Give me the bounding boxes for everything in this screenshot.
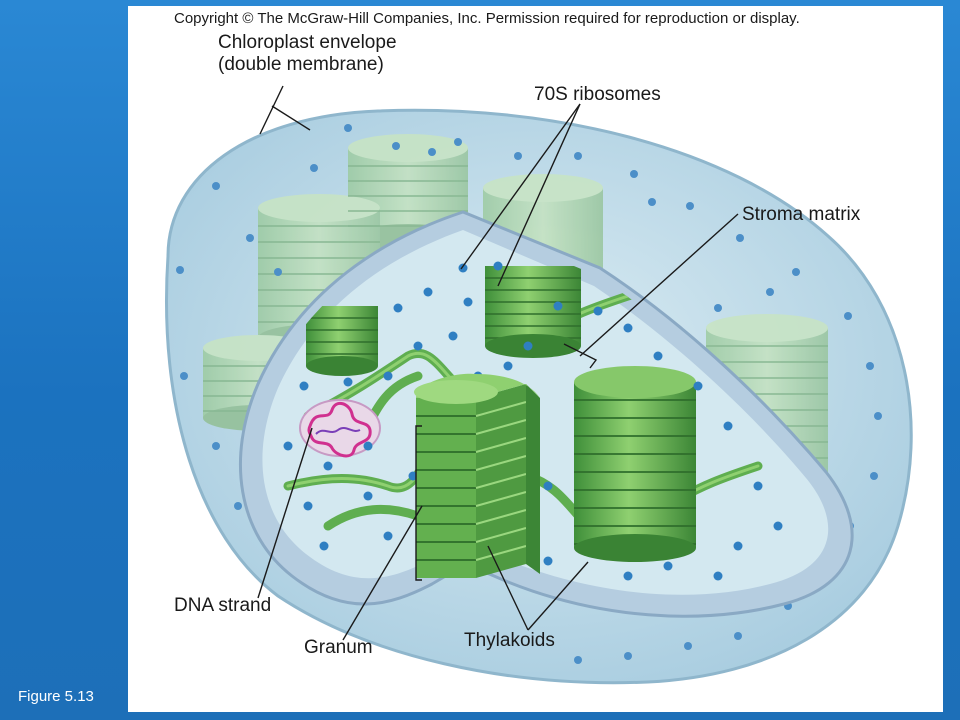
label-envelope-line2: (double membrane) xyxy=(218,54,384,75)
stroma-contents xyxy=(283,261,783,581)
copyright-notice: Copyright © The McGraw-Hill Companies, I… xyxy=(174,10,800,27)
figure-number: Figure 5.13 xyxy=(18,688,94,705)
label-70s-ribosomes: 70S ribosomes xyxy=(534,84,661,105)
stroma-ribosomes xyxy=(283,261,783,581)
label-thylakoids: Thylakoids xyxy=(464,630,555,651)
leader-lines xyxy=(257,85,739,641)
label-chloroplast-envelope: Chloroplast envelope (double membrane) xyxy=(218,32,397,76)
granum-upper-right xyxy=(485,266,581,358)
label-envelope-line1: Chloroplast envelope xyxy=(218,32,397,53)
label-granum: Granum xyxy=(304,637,373,658)
granum-cut xyxy=(414,373,540,578)
granum-right xyxy=(574,366,696,562)
granum-upper-left xyxy=(306,306,378,376)
label-dna-strand: DNA strand xyxy=(174,595,272,616)
figure-panel: Copyright © The McGraw-Hill Companies, I… xyxy=(128,6,943,712)
chloroplast-diagram xyxy=(164,85,913,685)
dna-strand xyxy=(299,399,381,458)
label-stroma-matrix: Stroma matrix xyxy=(742,204,861,225)
